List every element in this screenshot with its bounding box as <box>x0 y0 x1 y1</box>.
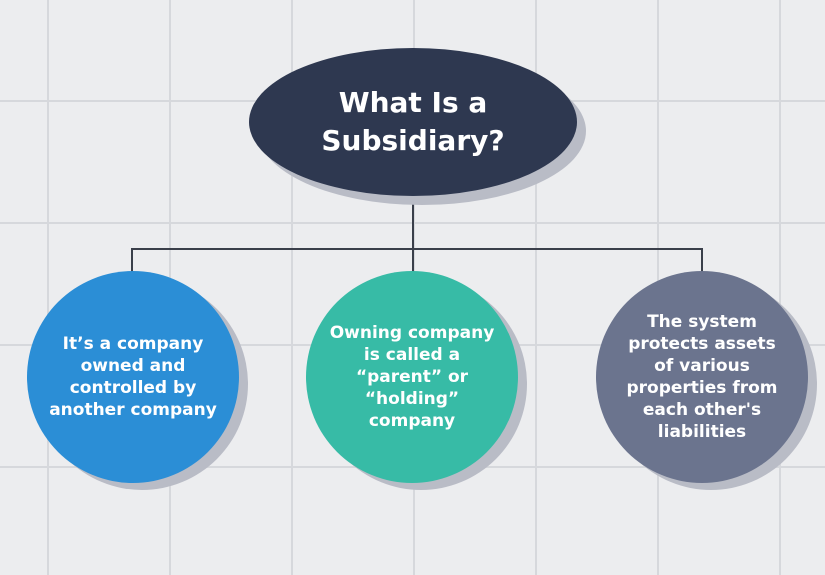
root-label: What Is a Subsidiary? <box>321 86 505 157</box>
child-label-protects: The system protects assets of various pr… <box>626 311 778 443</box>
child-label-owned: It’s a company owned and controlled by a… <box>49 333 217 421</box>
child-node-owned: It’s a company owned and controlled by a… <box>27 271 239 483</box>
child-node-protects: The system protects assets of various pr… <box>596 271 808 483</box>
child-label-parent: Owning company is called a “parent” or “… <box>329 322 495 432</box>
root-node: What Is a Subsidiary? <box>249 48 577 196</box>
child-node-parent: Owning company is called a “parent” or “… <box>306 271 518 483</box>
